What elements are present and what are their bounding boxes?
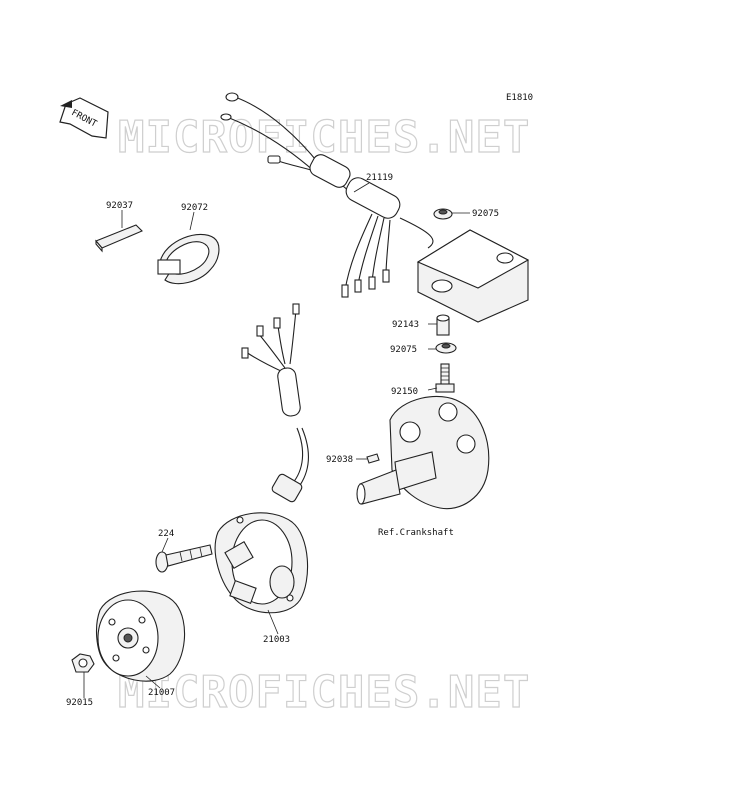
regulator-body[interactable] [416, 229, 530, 323]
label-92015: 92015 [66, 698, 93, 708]
label-21007: 21007 [148, 688, 175, 698]
screw-224[interactable] [155, 544, 213, 573]
stator-wiring[interactable] [241, 303, 309, 503]
diagram-code: E1810 [506, 93, 533, 103]
watermark-bottom: MICROFICHES.NET [118, 667, 530, 718]
label-92075-mid: 92075 [390, 345, 417, 355]
label-92075-top: 92075 [472, 209, 499, 219]
collar-92143[interactable] [436, 314, 450, 336]
label-92143: 92143 [392, 320, 419, 330]
label-21003: 21003 [263, 635, 290, 645]
crankshaft-reference[interactable] [356, 395, 490, 510]
grommet-92075-mid[interactable] [435, 342, 457, 354]
bolt-92150[interactable] [435, 363, 455, 393]
label-21119: 21119 [366, 173, 393, 183]
band-92072[interactable] [157, 233, 220, 285]
grommet-92075-top[interactable] [433, 208, 453, 220]
stator-21003[interactable] [214, 512, 309, 614]
label-92150: 92150 [391, 387, 418, 397]
leader-lines [83, 182, 470, 698]
front-arrow-icon: FRONT [59, 97, 109, 139]
plate-92037[interactable] [95, 224, 143, 253]
label-92037: 92037 [106, 201, 133, 211]
label-224: 224 [158, 529, 174, 539]
nut-92015[interactable] [71, 653, 95, 673]
key-92038[interactable] [366, 453, 380, 464]
flywheel-21007[interactable] [95, 590, 186, 682]
wiring-harness-21119[interactable] [220, 92, 434, 298]
label-92038: 92038 [326, 455, 353, 465]
label-92072: 92072 [181, 203, 208, 213]
label-ref-crankshaft: Ref.Crankshaft [378, 528, 454, 538]
